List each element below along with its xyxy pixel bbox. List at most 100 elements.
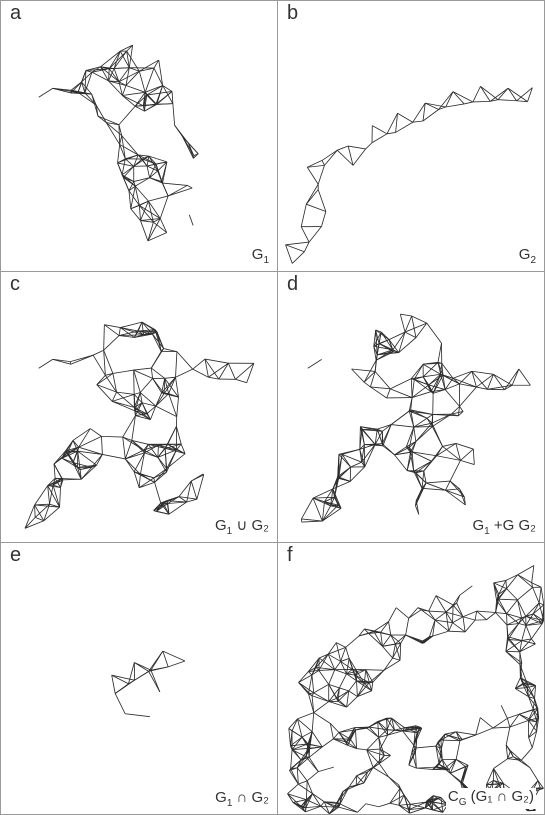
- mesh-edge: [395, 455, 408, 471]
- mesh-edge: [187, 499, 197, 502]
- mesh-edge: [176, 426, 181, 444]
- mesh-edge: [414, 427, 416, 441]
- mesh-edge: [153, 378, 162, 392]
- mesh-edge: [369, 633, 383, 646]
- mesh-edge: [339, 449, 360, 454]
- mesh-edge: [120, 45, 132, 51]
- mesh-edge: [506, 727, 510, 745]
- panel-e: e G1 ∩ G₂: [0, 542, 278, 815]
- mesh-edge: [297, 719, 312, 732]
- mesh-edge: [292, 750, 301, 760]
- panel-letter: e: [10, 545, 21, 565]
- mesh-edge: [322, 508, 341, 521]
- mesh-edge: [140, 378, 152, 392]
- mesh-edge: [314, 702, 329, 713]
- mesh-edge: [453, 371, 472, 378]
- graph-sum-mesh: [278, 272, 544, 542]
- mesh-edge: [518, 575, 533, 588]
- mesh-edge: [393, 658, 400, 660]
- mesh-edge: [521, 748, 532, 761]
- mesh-edge: [309, 227, 321, 243]
- mesh-edge: [372, 134, 387, 143]
- mesh-edge: [350, 467, 364, 481]
- mesh-edge: [289, 719, 298, 729]
- mesh-edge: [125, 714, 150, 717]
- mesh-edge: [459, 384, 476, 387]
- mesh-edge: [522, 625, 526, 640]
- mesh-edge: [148, 196, 168, 201]
- mesh-edge: [517, 587, 532, 600]
- mesh-edge: [148, 233, 167, 241]
- mesh-edge: [175, 125, 183, 136]
- mesh-edge: [297, 768, 307, 781]
- mesh-edge: [357, 681, 358, 697]
- graph-g1-mesh: [1, 1, 277, 271]
- mesh-edge: [412, 392, 431, 398]
- mesh-edge: [169, 502, 187, 514]
- mesh-edge: [453, 92, 473, 102]
- mesh-edge: [463, 611, 477, 617]
- mesh-edge: [416, 767, 435, 768]
- mesh-edge: [357, 776, 364, 783]
- mesh-edge: [453, 92, 464, 104]
- mesh-edge: [85, 93, 96, 105]
- mesh-edge: [396, 122, 413, 132]
- mesh-edge: [90, 429, 101, 437]
- mesh-edge: [391, 635, 401, 643]
- mesh-edge: [433, 631, 449, 636]
- mesh-edge: [337, 146, 348, 150]
- mesh-edge: [533, 605, 544, 614]
- mesh-edge: [119, 328, 120, 336]
- mesh-edge: [291, 750, 292, 769]
- mesh-edge: [391, 635, 396, 644]
- mesh-edge: [98, 116, 119, 125]
- mesh-edge: [346, 647, 349, 658]
- mesh-edge: [228, 363, 235, 379]
- mesh-edge: [301, 498, 313, 519]
- mesh-edge: [390, 379, 411, 389]
- mesh-edge: [493, 374, 512, 385]
- mesh-edge: [518, 565, 534, 574]
- mesh-edge: [145, 85, 162, 92]
- mesh-edge: [533, 709, 536, 722]
- mesh-edge: [156, 393, 162, 406]
- mesh-edge: [348, 146, 365, 149]
- panel-letter: b: [287, 3, 298, 23]
- mesh-edge: [101, 436, 102, 454]
- mesh-edge: [151, 349, 163, 369]
- mesh-edge: [429, 596, 436, 611]
- mesh-edge: [366, 143, 372, 149]
- mesh-edge: [372, 682, 373, 691]
- mesh-edge: [438, 343, 441, 362]
- mesh-edge: [473, 86, 481, 102]
- mesh-edge: [148, 222, 153, 241]
- mesh-edge: [531, 624, 542, 639]
- mesh-edge: [445, 390, 459, 407]
- mesh-edge: [306, 781, 307, 800]
- mesh-edge: [312, 732, 322, 747]
- mesh-edge: [346, 636, 359, 647]
- mesh-edge: [314, 713, 331, 724]
- mesh-edge: [375, 371, 390, 388]
- mesh-edge: [383, 646, 393, 658]
- mesh-edge: [374, 631, 391, 635]
- mesh-edge: [374, 622, 389, 632]
- mesh-edge: [306, 184, 318, 204]
- mesh-edge: [431, 446, 442, 461]
- panel-letter: a: [10, 3, 21, 23]
- mesh-edge: [508, 624, 519, 640]
- mesh-edge: [521, 760, 530, 767]
- mesh-edge: [299, 675, 312, 683]
- mesh-edge: [299, 672, 309, 683]
- mesh-edge: [158, 445, 159, 457]
- mesh-edge: [163, 85, 173, 103]
- mesh-edge: [219, 363, 229, 379]
- mesh-edge: [135, 178, 149, 186]
- mesh-edge: [504, 369, 518, 390]
- mesh-edge: [453, 623, 466, 632]
- mesh-edge: [339, 732, 350, 739]
- panel-caption: G1 ∪ G₂: [215, 518, 269, 537]
- mesh-edge: [321, 212, 325, 227]
- mesh-edge: [432, 414, 451, 426]
- mesh-edge: [519, 369, 531, 385]
